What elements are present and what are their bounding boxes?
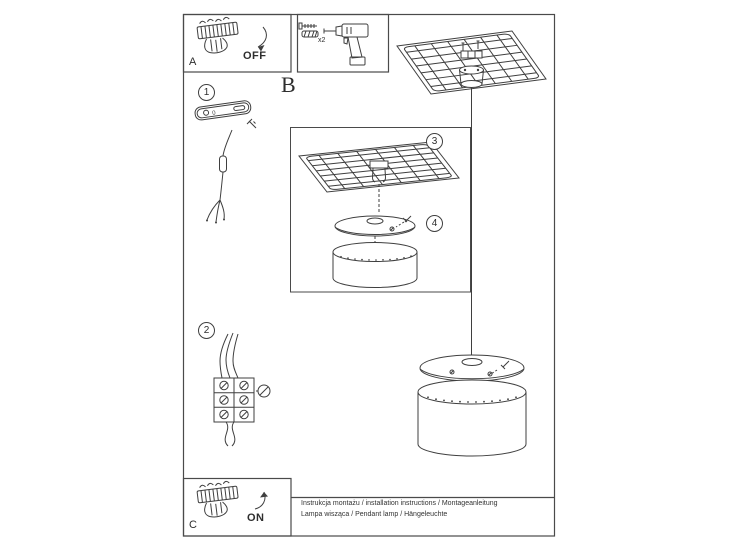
bracket-mark-label: 0	[212, 110, 217, 116]
screwdriver-icon	[256, 384, 271, 398]
step-1-badge: 1	[198, 84, 215, 101]
switch-off-illustration	[195, 15, 267, 56]
page-frame	[182, 13, 556, 537]
off-label: OFF	[243, 50, 267, 62]
shade-vent-dots-main	[427, 396, 517, 403]
drill-icon	[323, 23, 369, 66]
box-c-label: C	[189, 519, 197, 531]
terminal-screws	[219, 380, 249, 420]
footer-instructions-line: Instrukcja montażu / installation instru…	[301, 500, 498, 507]
screw-icon	[298, 22, 317, 30]
wall-plug-icon	[301, 30, 319, 38]
step-4-badge: 4	[426, 215, 443, 232]
section-b-label: B	[281, 72, 296, 97]
shade-vent-dots	[340, 255, 412, 261]
screw-quantity-label: x2	[318, 37, 326, 44]
pendant-lamp-main	[417, 354, 527, 457]
step1-illustration: 0	[194, 100, 257, 224]
box-a-label: A	[189, 56, 197, 68]
footer-product-line: Lampa wisząca / Pendant lamp / Hängeleuc…	[301, 511, 448, 518]
step-3-badge: 3	[426, 133, 443, 150]
step2-illustration	[213, 332, 271, 447]
inset-lamp-step4	[332, 215, 418, 288]
on-label: ON	[247, 512, 265, 524]
switch-on-illustration	[195, 479, 268, 520]
inset-panel-step3	[299, 142, 459, 214]
ceiling-panel-main	[397, 31, 546, 94]
step-2-badge: 2	[198, 322, 215, 339]
tools-illustration	[298, 22, 369, 66]
